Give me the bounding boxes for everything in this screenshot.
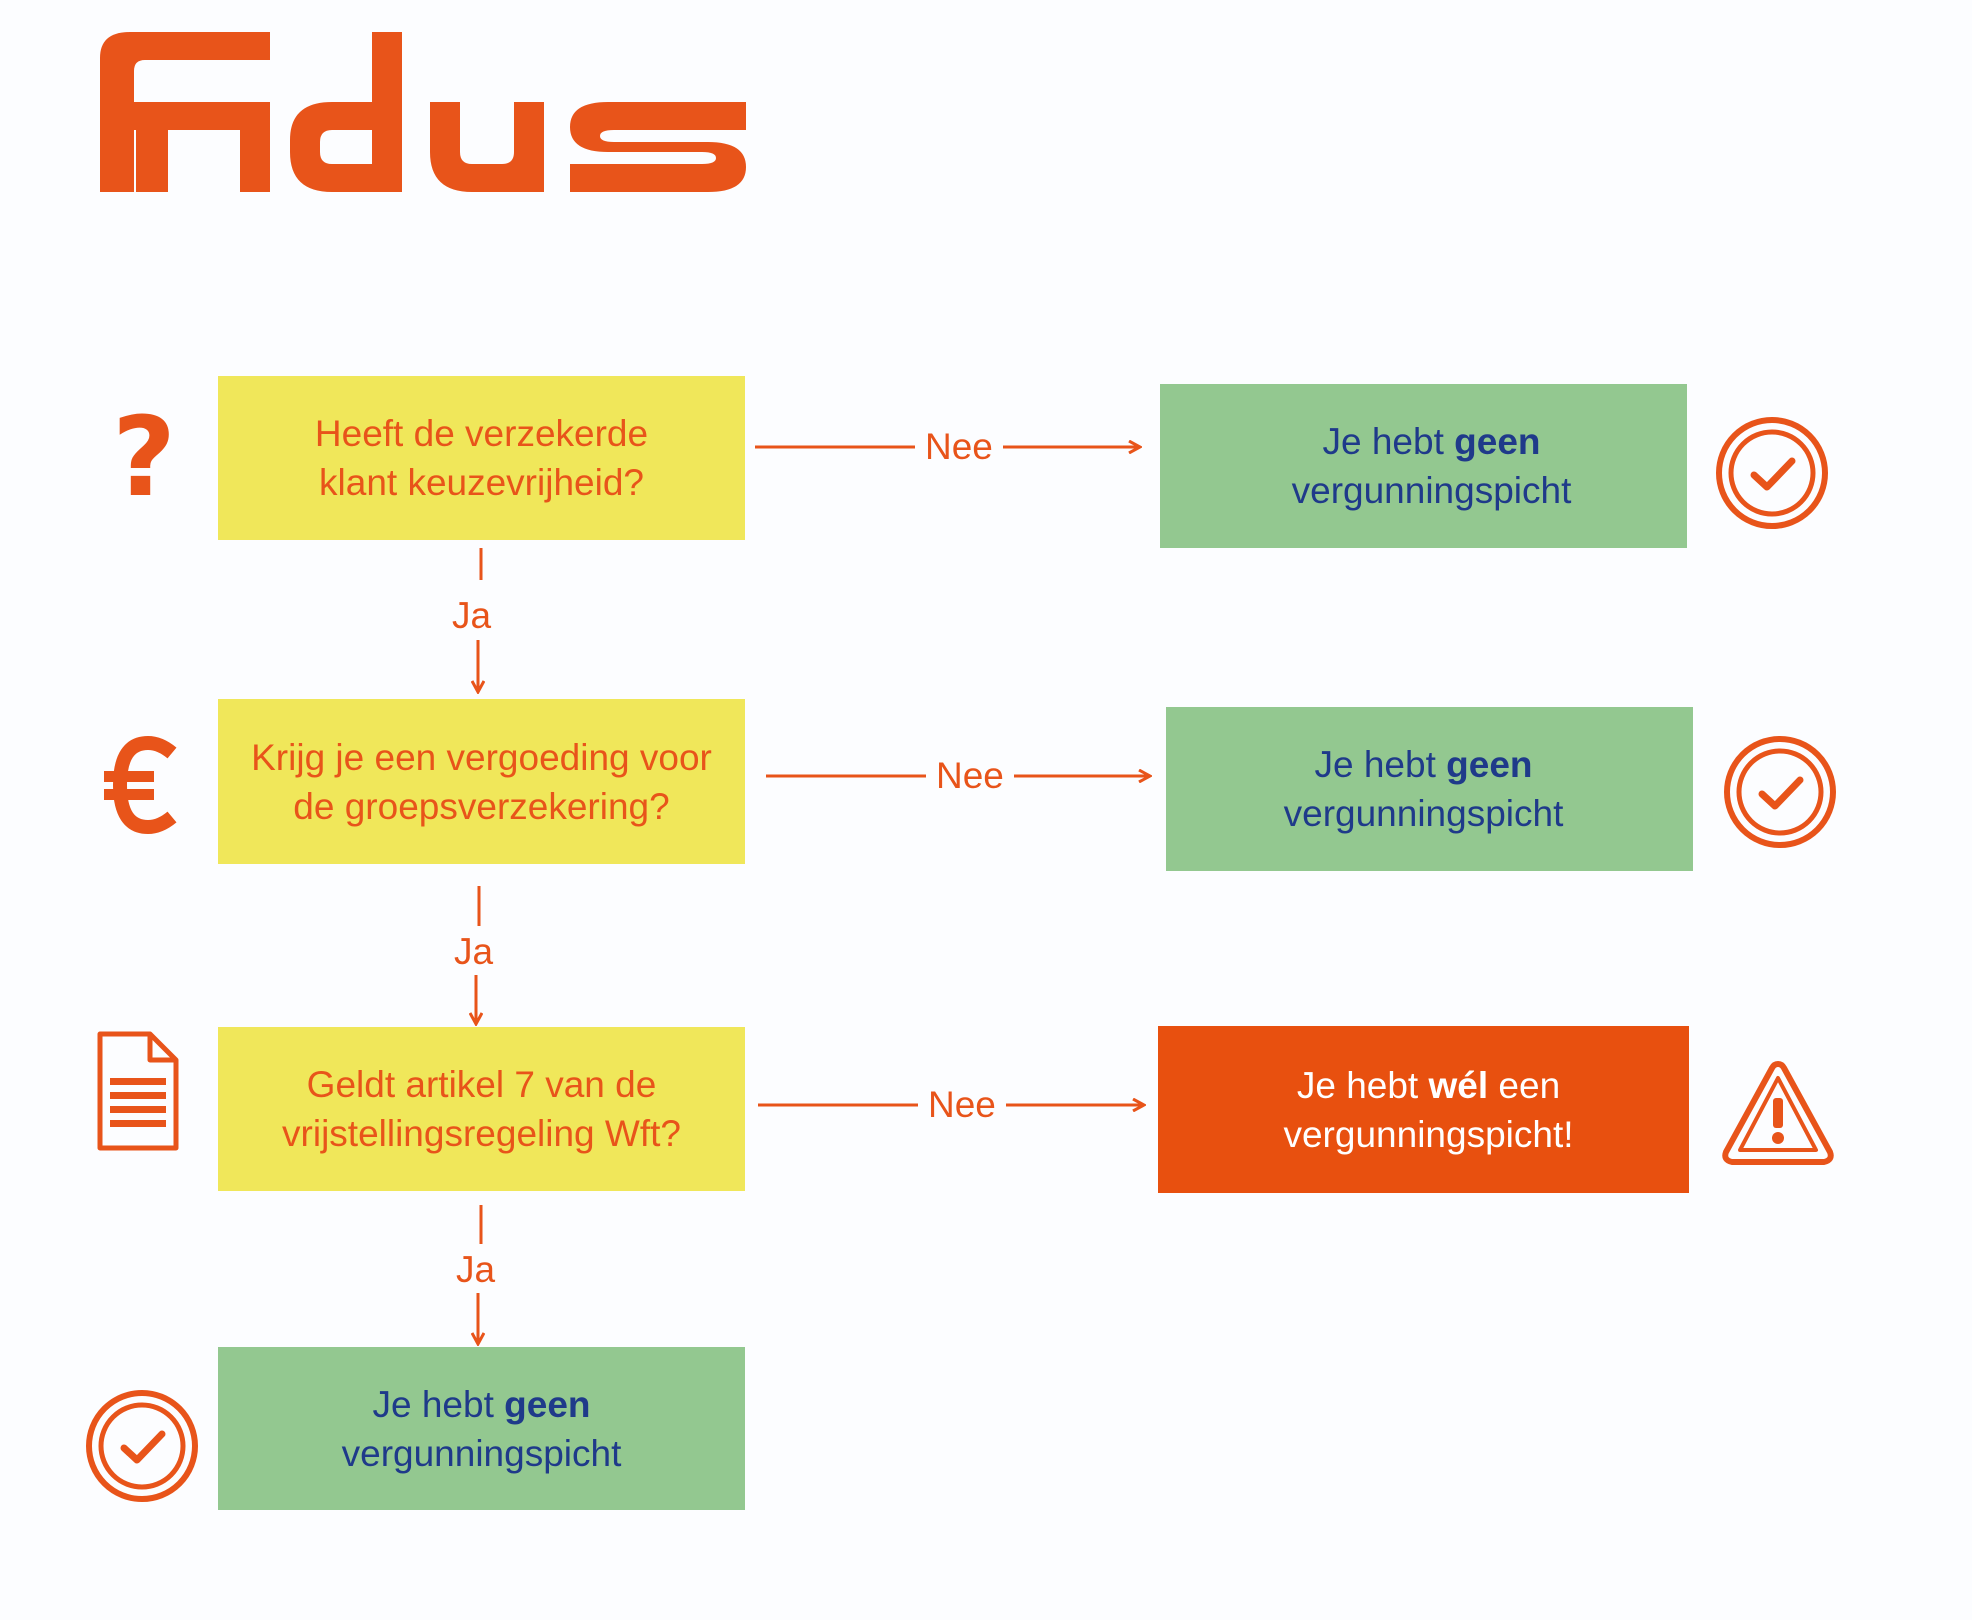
yes-label-2: Ja	[446, 932, 502, 972]
outcome-text-3: Je hebt wél een vergunningspicht!	[1283, 1064, 1574, 1155]
question-mark-icon: ?	[112, 393, 176, 521]
question-box-1: Heeft de verzekerde klant keuzevrijheid?	[218, 376, 745, 540]
question-text-1: Heeft de verzekerde klant keuzevrijheid?	[314, 413, 649, 503]
question-box-2: Krijg je een vergoeding voor de groepsve…	[218, 699, 745, 864]
check-circle-icon-1	[1716, 417, 1828, 529]
outcome-box-2: Je hebt geen vergunningspicht	[1166, 707, 1693, 871]
check-circle-icon-4	[86, 1390, 198, 1502]
yes-label-1: Ja	[444, 596, 500, 636]
outcome-box-1: Je hebt geen vergunningspicht	[1160, 384, 1687, 548]
outcome-text-4: Je hebt geen vergunningspicht	[341, 1383, 622, 1474]
outcome-text-1: Je hebt geen vergunningspicht	[1291, 421, 1572, 511]
outcome-box-3: Je hebt wél een vergunningspicht!	[1158, 1026, 1689, 1193]
no-label-1: Nee	[915, 427, 1003, 467]
no-label-3: Nee	[918, 1085, 1006, 1125]
yes-label-3: Ja	[448, 1250, 504, 1290]
euro-icon	[104, 735, 177, 835]
question-box-3: Geldt artikel 7 van de vrijstellingsrege…	[218, 1027, 745, 1191]
document-icon	[97, 1031, 179, 1151]
warning-triangle-icon	[1722, 1061, 1834, 1165]
fidus-logo	[100, 32, 746, 192]
no-label-2: Nee	[926, 756, 1014, 796]
question-text-2: Krijg je een vergoeding voor de groepsve…	[251, 736, 712, 827]
outcome-text-2: Je hebt geen vergunningspicht	[1283, 744, 1564, 834]
check-circle-icon-2	[1724, 736, 1836, 848]
outcome-box-4: Je hebt geen vergunningspicht	[218, 1347, 745, 1510]
question-text-3: Geldt artikel 7 van de vrijstellingsrege…	[282, 1064, 681, 1154]
